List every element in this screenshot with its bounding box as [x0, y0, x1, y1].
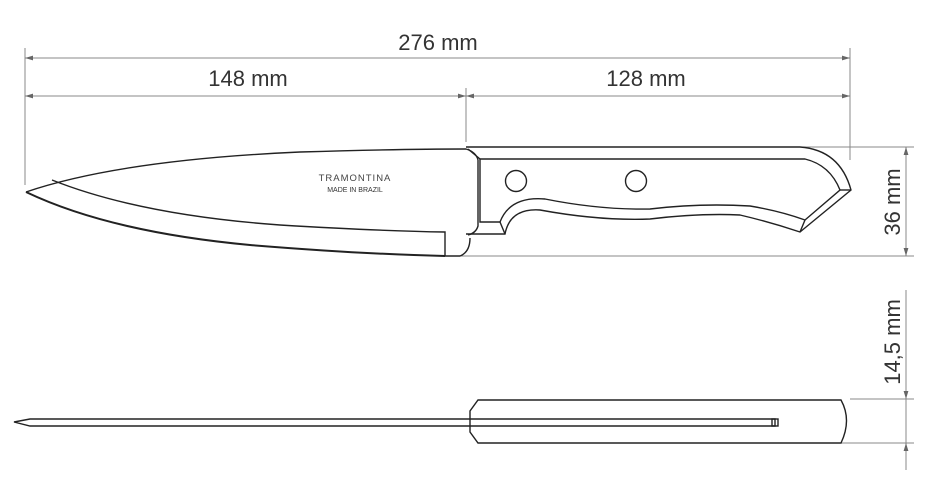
origin-marking: MADE IN BRAZIL: [327, 187, 383, 194]
rivet-icon: [504, 169, 528, 193]
rivet-icon: [624, 169, 648, 193]
blade-side-view: TRAMONTINA MADE IN BRAZIL: [25, 148, 467, 257]
handle-thickness-label: 14,5 mm: [880, 299, 905, 385]
dimension-handle-thickness: 14,5 mm: [880, 290, 909, 470]
total-length-label: 276 mm: [398, 30, 477, 55]
brand-marking: TRAMONTINA: [319, 173, 392, 184]
dimension-total-length: 276 mm: [25, 30, 850, 61]
dimension-handle-length: 128 mm: [466, 66, 850, 99]
handle-length-label: 128 mm: [606, 66, 685, 91]
blade-length-label: 148 mm: [208, 66, 287, 91]
bolster: [445, 148, 479, 257]
dimension-blade-length: 148 mm: [25, 66, 466, 99]
dimension-handle-height: 36 mm: [880, 147, 909, 256]
knife-top-view: [13, 399, 848, 444]
handle-side-view: [466, 146, 852, 235]
handle-height-label: 36 mm: [880, 168, 905, 235]
